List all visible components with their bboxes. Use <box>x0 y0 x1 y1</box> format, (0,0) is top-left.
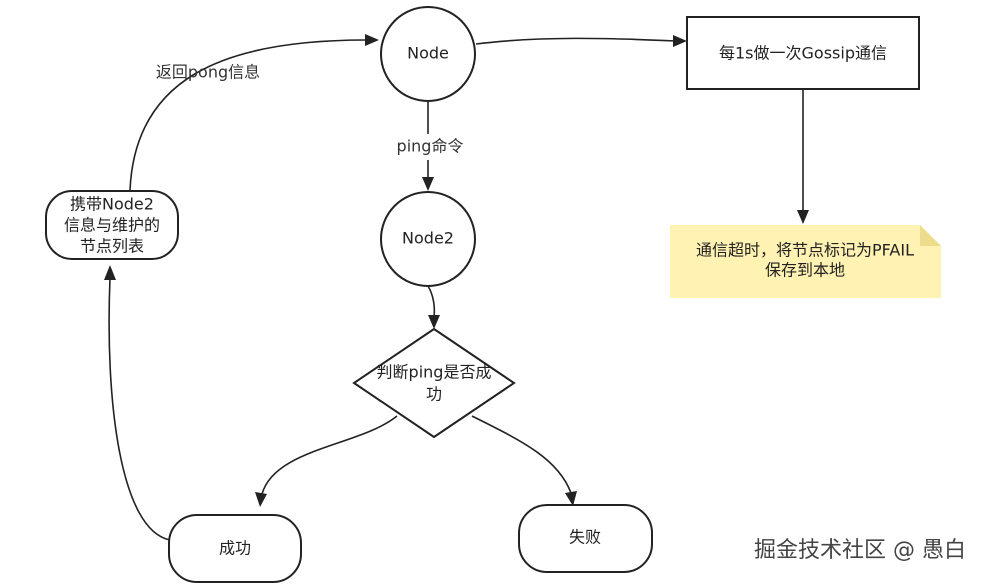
gossip-box-label: 每1s做一次Gossip通信 <box>719 44 887 63</box>
carry-info-line-1: 携带Node2 <box>70 195 154 214</box>
note-fold <box>920 225 941 246</box>
edge-node-to-gossip <box>475 37 677 45</box>
carry-info-line-3: 节点列表 <box>80 237 144 256</box>
arrowhead <box>104 265 116 280</box>
fail-box <box>518 504 653 573</box>
edge-carry-to-node <box>129 39 367 191</box>
node2-circle <box>380 191 476 287</box>
watermark: 掘金技术社区 @ 愚白 <box>754 538 966 563</box>
arrowhead <box>255 492 267 507</box>
edge-label-bg <box>388 134 472 160</box>
edge-node2-to-decision <box>427 285 436 318</box>
fail-label: 失败 <box>569 528 601 547</box>
carry-info-box <box>45 190 179 260</box>
arrowhead <box>428 315 440 329</box>
node-circle <box>380 6 476 102</box>
decision-label-line-1: 判断ping是否成 <box>377 363 492 382</box>
edge-decision-to-fail <box>471 415 572 494</box>
arrowhead <box>673 35 687 47</box>
carry-info-line-2: 信息与维护的 <box>64 216 160 235</box>
edge-success-to-carry <box>108 277 171 541</box>
success-box <box>168 514 302 583</box>
decision-label-line-2: 功 <box>426 385 442 404</box>
edge-label-ping-command: ping命令 <box>397 137 464 156</box>
decision-diamond <box>352 327 516 439</box>
timeout-note-line-1: 通信超时，将节点标记为PFAIL <box>696 241 914 260</box>
node2-label: Node2 <box>402 229 454 248</box>
success-label: 成功 <box>219 539 251 558</box>
arrowhead <box>422 177 434 191</box>
arrowhead <box>797 210 809 224</box>
gossip-box <box>686 16 920 90</box>
arrowhead <box>365 34 379 46</box>
edge-label-return-pong: 返回pong信息 <box>156 63 260 82</box>
timeout-note-line-2: 保存到本地 <box>765 261 845 280</box>
arrowhead <box>565 491 577 506</box>
timeout-note <box>670 225 941 298</box>
edge-decision-to-success <box>261 415 398 495</box>
node-label: Node <box>407 44 449 63</box>
